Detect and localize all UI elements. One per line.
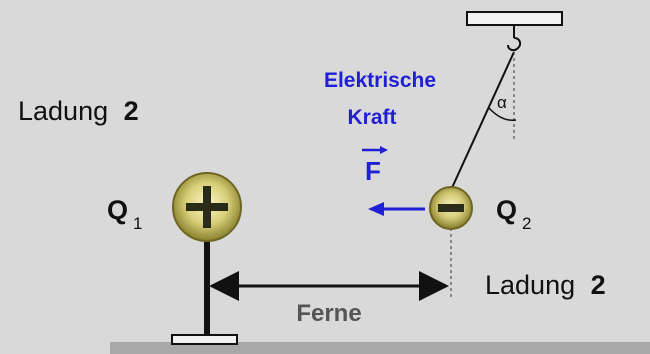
charge-label-right-number: 2 [591,270,606,300]
distance-label: Ferne [296,300,361,327]
angle-label: α [497,93,507,112]
q1-subscript: 1 [133,214,142,233]
charge-label-left: Ladung 2 [18,96,139,126]
force-title-line2: Kraft [347,106,396,129]
q2-symbol: Q [496,195,517,225]
vector-arrow-head [380,146,388,154]
force-title-line1: Elektrische [324,69,436,92]
charge-label-right: Ladung 2 [485,270,606,300]
q2-subscript: 2 [522,214,531,233]
q1-symbol: Q [107,195,128,225]
pendulum-thread [450,51,515,191]
plus-icon [186,186,228,228]
ceiling-bracket [466,11,563,26]
force-arrow-head [368,202,384,216]
charge-label-left-number: 2 [124,96,139,126]
charge-label-right-text: Ladung [485,270,575,300]
force-vector-symbol: F [365,156,381,186]
hook-icon [507,37,522,52]
angle-arc [488,107,517,121]
minus-icon [438,204,464,212]
stand-base [171,334,238,345]
charge-label-left-text: Ladung [18,96,108,126]
floor-bar [110,342,650,354]
